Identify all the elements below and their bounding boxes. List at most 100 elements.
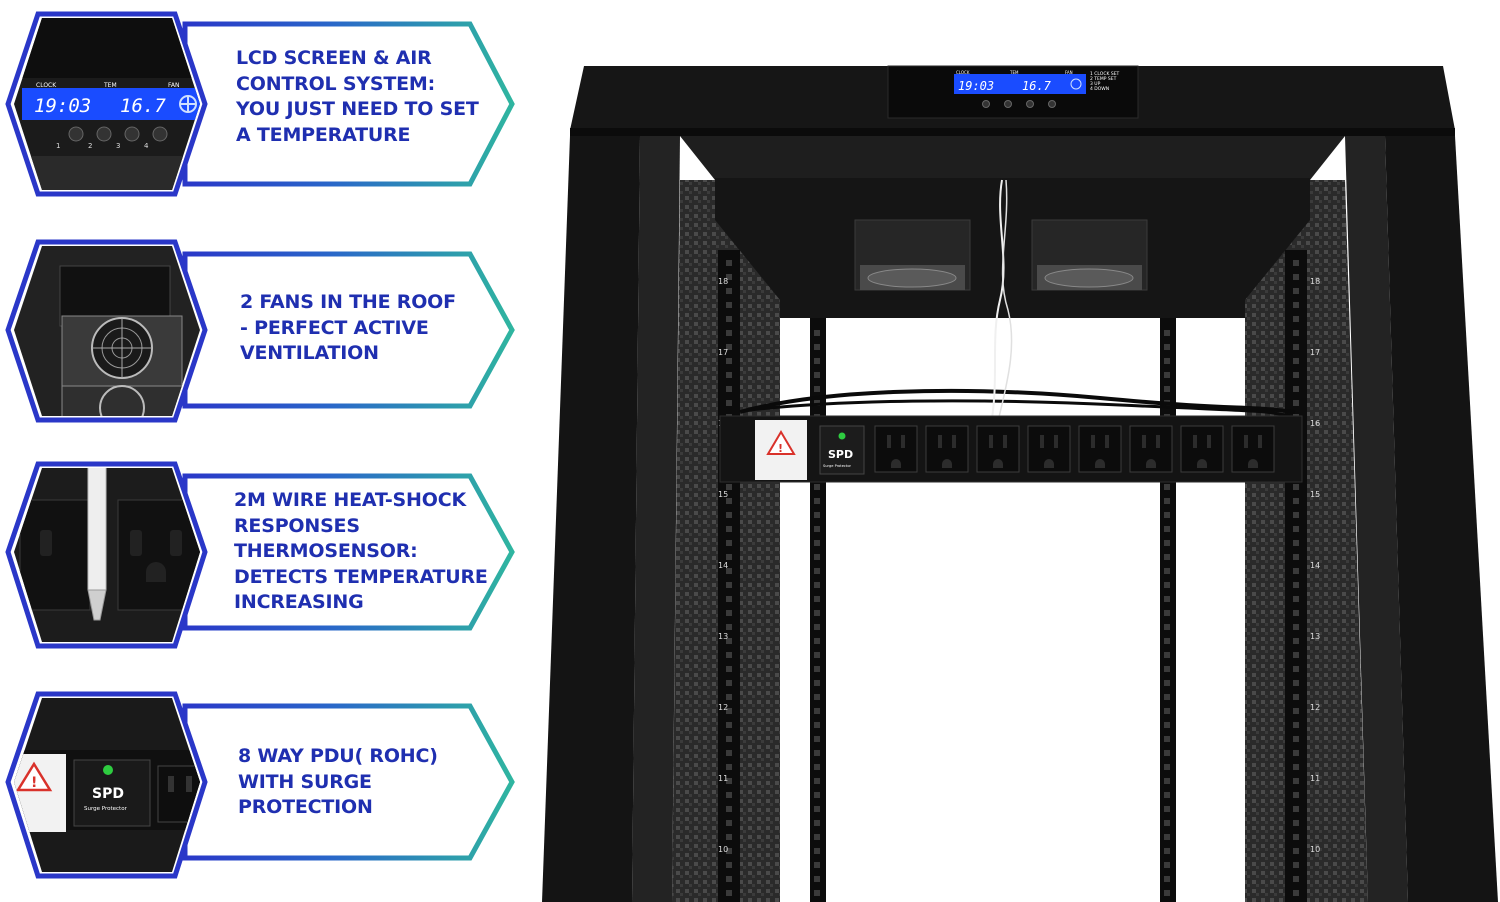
rail-hole <box>1293 680 1299 686</box>
lcd-temp: 16.7 <box>120 95 166 117</box>
rail-unit-number: 18 <box>718 277 728 286</box>
rail-hole <box>726 638 732 644</box>
rail-unit-number: 15 <box>1310 490 1320 499</box>
rail-hole <box>726 666 732 672</box>
rail-hole <box>726 386 732 392</box>
rail-hole <box>726 526 732 532</box>
rail-hole <box>1164 876 1170 882</box>
pdu-outlet <box>1180 425 1224 473</box>
rail-hole <box>814 862 820 868</box>
rail-hole <box>726 344 732 350</box>
rail-hole <box>1293 526 1299 532</box>
rail-hole <box>814 568 820 574</box>
menu-item: 4 DOWN <box>1090 86 1109 92</box>
rail-hole <box>814 344 820 350</box>
rail-hole <box>1164 554 1170 560</box>
cabinet-ceiling <box>715 178 1310 318</box>
rail-unit-number: 16 <box>1310 419 1320 428</box>
rail-hole <box>814 652 820 658</box>
feature-line: YOU JUST NEED TO SET <box>236 98 479 120</box>
feature-text: 2M WIRE HEAT-SHOCK RESPONSES THERMOSENSO… <box>234 488 488 616</box>
right-side-panel <box>1310 180 1368 902</box>
rail-hole <box>726 358 732 364</box>
rail-hole <box>1164 582 1170 588</box>
rail-hole <box>726 372 732 378</box>
rail-hole <box>1293 316 1299 322</box>
rail-hole <box>1293 806 1299 812</box>
rail-hole <box>1293 498 1299 504</box>
rail-hole <box>726 624 732 630</box>
pdu-outlet <box>925 425 969 473</box>
rail-unit-number: 14 <box>718 561 728 570</box>
rail-unit-number: 14 <box>1310 561 1320 570</box>
rail-hole <box>1293 610 1299 616</box>
rail-hole <box>814 638 820 644</box>
menu-item: 3 UP <box>1090 81 1101 87</box>
rail-hole <box>814 792 820 798</box>
rail-hole <box>726 736 732 742</box>
rail-hole <box>814 330 820 336</box>
rail-hole <box>1293 848 1299 854</box>
pdu-strip: ! SPD Surge Protector <box>719 415 1303 483</box>
roof-fan-right <box>1031 219 1148 291</box>
rail-hole <box>726 708 732 714</box>
feature-line: CONTROL SYSTEM: <box>236 72 436 95</box>
rail-unit-number: 13 <box>718 632 728 641</box>
rail-hole <box>1293 708 1299 714</box>
lcd-clock: 19:03 <box>34 95 91 117</box>
feature-line: 2M WIRE HEAT-SHOCK <box>234 489 466 511</box>
rail-hole <box>726 834 732 840</box>
lcd-thumbnail: CLOCK TEM FAN 19:03 16.7 1 2 3 4 <box>14 18 200 190</box>
rail-hole <box>1164 694 1170 700</box>
rail-unit-number: 10 <box>718 845 728 854</box>
pdu-outlet <box>1078 425 1122 473</box>
cabinet-clock-label: CLOCK <box>956 70 970 75</box>
rail-hole <box>726 330 732 336</box>
rail-hole <box>1164 680 1170 686</box>
lcd-clock-label: CLOCK <box>36 82 57 89</box>
pdu-outlet <box>1027 425 1071 473</box>
feature-line: THERMOSENSOR: <box>234 540 418 562</box>
fan-icon <box>179 95 197 113</box>
feature-line: A TEMPERATURE <box>236 123 411 146</box>
feature-frame: CLOCK TEM FAN 19:03 16.7 1 2 3 4 <box>5 11 515 197</box>
feature-line: 8 WAY PDU( ROHC) <box>238 745 438 767</box>
rail-hole <box>1164 512 1170 518</box>
display-button <box>1026 100 1034 108</box>
button-number: 1 <box>56 142 60 150</box>
rail-hole <box>726 890 732 896</box>
rail-hole <box>726 876 732 882</box>
rail-hole <box>1164 344 1170 350</box>
button-number: 3 <box>116 142 120 150</box>
rail-hole <box>1293 372 1299 378</box>
left-side-panel <box>672 180 715 902</box>
rail-hole <box>814 708 820 714</box>
rail-hole <box>1164 666 1170 672</box>
rail-hole <box>1164 498 1170 504</box>
sensor-wire <box>989 179 1005 431</box>
rail-hole <box>1293 624 1299 630</box>
rail-hole <box>814 764 820 770</box>
rail-unit-number: 12 <box>718 703 728 712</box>
rail-hole <box>726 820 732 826</box>
rail-unit-number: 18 <box>1310 277 1320 286</box>
rail-hole <box>1164 778 1170 784</box>
feature-line: 2 FANS IN THE ROOF <box>240 291 456 313</box>
rail-hole <box>814 806 820 812</box>
fans-thumbnail <box>14 246 200 416</box>
rail-hole <box>1164 764 1170 770</box>
rail-hole <box>1293 386 1299 392</box>
rail-hole <box>726 764 732 770</box>
rail-hole <box>814 876 820 882</box>
rail-hole <box>1164 806 1170 812</box>
feature-line: - PERFECT ACTIVE <box>240 316 429 339</box>
rail-hole <box>814 834 820 840</box>
rail-hole <box>1293 358 1299 364</box>
rail-hole <box>1164 750 1170 756</box>
rail-hole <box>1164 484 1170 490</box>
rail-hole <box>1293 778 1299 784</box>
rail-hole <box>814 596 820 602</box>
cabinet-lcd-screen <box>954 74 1086 94</box>
rail-hole <box>1164 540 1170 546</box>
